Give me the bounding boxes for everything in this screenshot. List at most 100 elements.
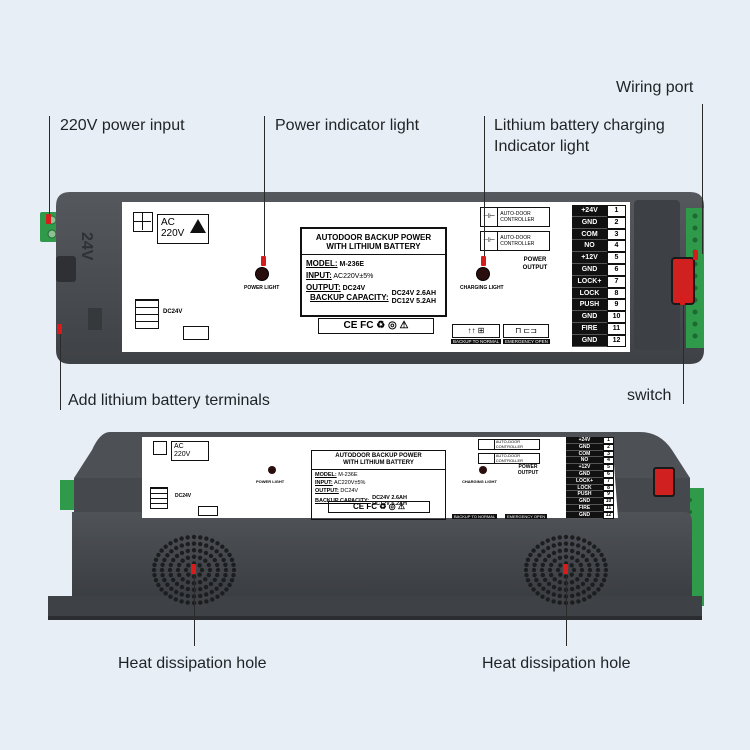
door-controller-small-2-label: AUTO-DOOR CONTROLLER xyxy=(495,453,524,463)
terminal-small-name: GND xyxy=(566,470,603,478)
vent-hole xyxy=(531,567,537,573)
power-output-small: POWER OUTPUT xyxy=(517,464,539,476)
vent-hole xyxy=(590,582,595,587)
vent-hole xyxy=(528,552,533,558)
terminal-number: 7 xyxy=(607,275,626,288)
ac-icon-small xyxy=(153,441,167,455)
vent-hole xyxy=(581,545,586,551)
vent-hole xyxy=(203,550,209,556)
vent-hole xyxy=(209,545,214,551)
output-value: DC24V xyxy=(342,285,366,292)
vent-hole xyxy=(545,538,550,543)
vent-hole xyxy=(206,562,211,568)
terminal-name: GND xyxy=(572,263,607,276)
vent-hole xyxy=(540,541,545,546)
vent-hole xyxy=(587,541,592,546)
vent-hole xyxy=(231,573,236,578)
vent-hole xyxy=(525,578,531,583)
housing-side-text: 24V xyxy=(78,232,95,261)
vent-hole xyxy=(173,538,178,543)
vent-hole xyxy=(218,553,223,558)
vent-hole xyxy=(532,573,537,578)
vent-hole xyxy=(547,567,553,573)
vent-hole xyxy=(204,543,209,548)
vent-hole xyxy=(596,587,601,592)
terminal-name: FIRE xyxy=(572,322,607,335)
terminal-small-name: +12V xyxy=(566,464,603,471)
input-value-small: AC220V±5% xyxy=(333,480,366,486)
vent-hole xyxy=(563,554,569,559)
marker-wiring-port xyxy=(693,250,698,260)
vent-hole xyxy=(185,586,190,592)
vent-hole xyxy=(584,557,589,563)
vent-hole xyxy=(153,557,159,562)
emergency-open-box: ⊓ ⊏⊐ xyxy=(503,324,549,338)
vent-hole xyxy=(563,534,569,540)
vent-hole xyxy=(546,589,551,595)
vent-hole xyxy=(576,543,581,548)
model-value-small: M-236E xyxy=(338,472,358,478)
vent-hole xyxy=(569,580,575,585)
vent-hole xyxy=(557,593,562,599)
input-value: AC220V±5% xyxy=(333,273,374,280)
vent-hole xyxy=(599,552,604,558)
vent-hole xyxy=(546,581,552,587)
rocker-switch-perspective xyxy=(653,467,675,497)
vent-hole xyxy=(208,581,214,587)
vent-hole xyxy=(587,562,592,568)
door-controller-2-label: AUTO-DOOR CONTROLLER xyxy=(500,235,535,247)
vent-hole xyxy=(570,541,575,547)
spec-title-line1: AUTODOOR BACKUP POWER xyxy=(315,233,432,242)
vent-hole xyxy=(185,535,190,540)
vent-hole xyxy=(220,591,225,596)
certification-marks: CE FC ♻ ◎ ⚠ xyxy=(318,318,434,334)
vent-hole xyxy=(165,582,170,587)
vent-hole xyxy=(227,552,232,558)
backup-value-1: DC24V 2.6AH xyxy=(391,290,437,297)
vent-hole xyxy=(224,587,229,592)
vent-hole xyxy=(537,582,542,587)
vent-hole xyxy=(162,577,167,583)
vent-hole xyxy=(576,592,581,597)
vent-hole xyxy=(569,563,574,568)
spec-small-title-2: WITH LITHIUM BATTERY xyxy=(343,460,414,466)
leader-power-input xyxy=(49,116,50,220)
vent-hole xyxy=(570,600,575,605)
vent-hole xyxy=(557,535,562,540)
vent-hole xyxy=(203,577,208,582)
vent-hole xyxy=(177,562,182,568)
output-key: OUTPUT: xyxy=(306,283,341,292)
vent-hole xyxy=(531,587,536,592)
vent-hole xyxy=(599,582,604,588)
vent-hole xyxy=(601,578,607,583)
leader-power-light xyxy=(264,116,265,262)
door-controller-small-2: AUTO-DOOR CONTROLLER xyxy=(478,453,540,464)
vent-hole xyxy=(590,553,595,558)
terminal-name: LOCK xyxy=(572,287,607,300)
vent-hole xyxy=(169,586,174,591)
vent-hole xyxy=(168,594,173,599)
vent-hole xyxy=(185,600,190,605)
terminal-small-number: 9 xyxy=(603,491,614,499)
vent-hole xyxy=(185,548,190,554)
vent-hole xyxy=(168,562,173,568)
vent-hole xyxy=(575,558,580,563)
vent-hole xyxy=(179,536,184,541)
vent-hole xyxy=(603,573,608,578)
terminal-number: 1 xyxy=(607,205,626,217)
vent-hole xyxy=(156,552,161,558)
vent-hole xyxy=(578,562,583,568)
vent-hole xyxy=(551,584,557,590)
vent-hole xyxy=(183,567,189,573)
vent-hole xyxy=(546,545,551,551)
vent-hole xyxy=(163,544,168,549)
vent-hole xyxy=(152,562,157,567)
vent-hole xyxy=(191,554,197,559)
ac-badge-small-line2: 220V xyxy=(174,451,191,458)
terminal-name: COM xyxy=(572,228,607,241)
